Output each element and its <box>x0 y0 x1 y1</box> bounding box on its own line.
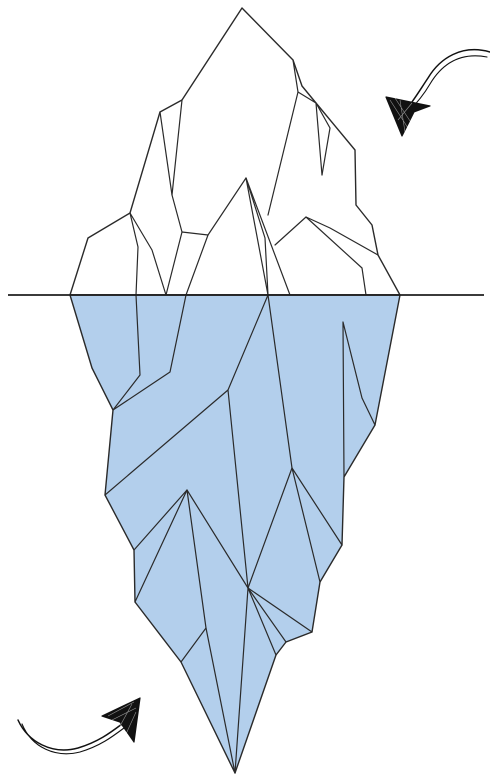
iceberg-illustration <box>0 0 490 775</box>
iceberg-diagram <box>0 0 490 775</box>
